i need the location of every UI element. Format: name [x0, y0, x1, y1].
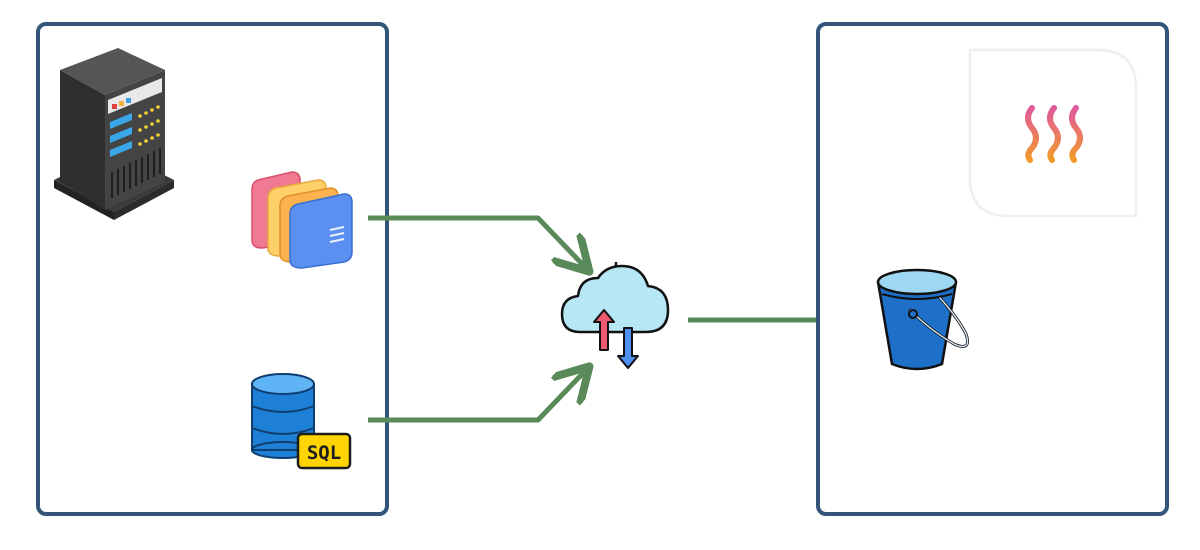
server-rack-icon: [54, 48, 174, 220]
bucket-icon: [876, 268, 969, 371]
sql-database-icon: SQL: [251, 373, 352, 470]
sql-badge-label: SQL: [307, 442, 341, 464]
folders-icon: [251, 171, 353, 269]
arrow-sql-to-cloud: [368, 370, 586, 423]
cloud-upload-download-icon: [560, 262, 670, 369]
heat-waves-logo-icon: [968, 48, 1138, 218]
arrow-folders-to-cloud: [368, 215, 586, 268]
